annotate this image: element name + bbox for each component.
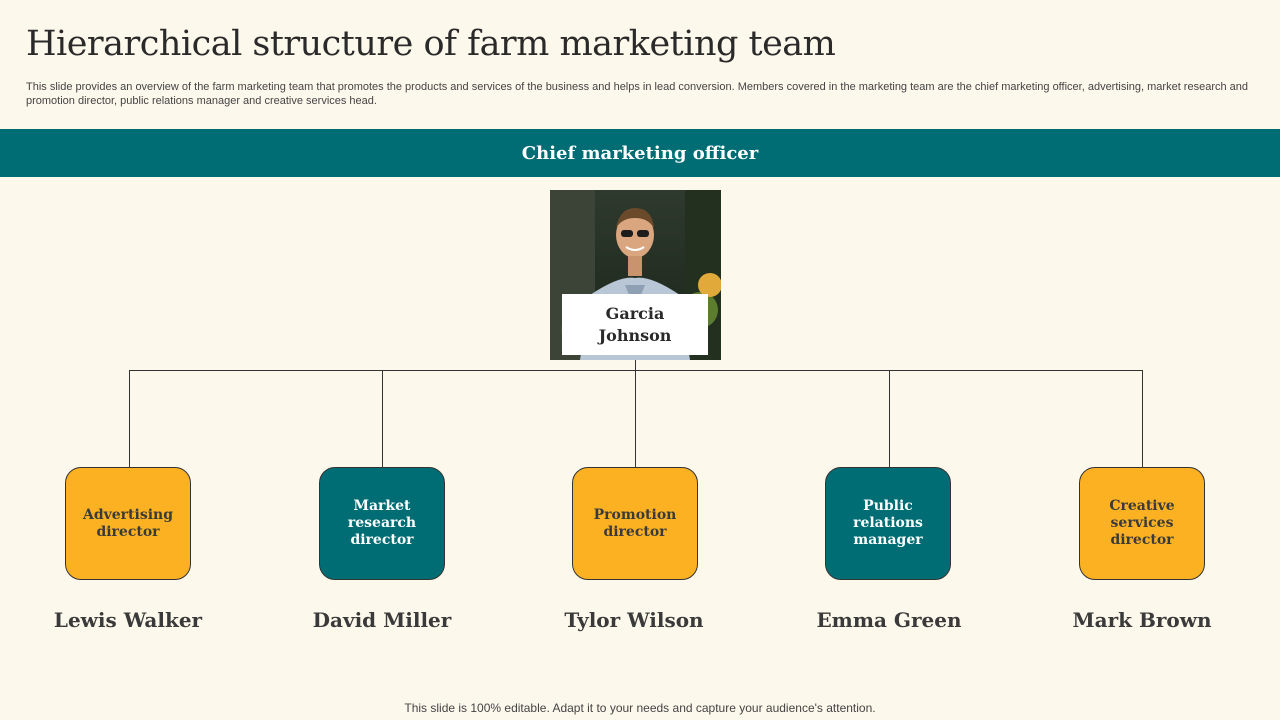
role-label: Public relations manager xyxy=(853,498,923,548)
footer-note: This slide is 100% editable. Adapt it to… xyxy=(404,701,876,715)
advertising-director-box: Advertising director xyxy=(65,467,191,580)
promotion-director-box: Promotion director xyxy=(572,467,698,580)
person-name: Lewis Walker xyxy=(53,608,203,632)
role-label: Promotion director xyxy=(593,506,677,540)
person-name: David Miller xyxy=(312,608,452,632)
chief-name-card: Garcia Johnson xyxy=(562,294,708,355)
role-label: Market research director xyxy=(347,498,417,548)
slide-description: This slide provides an overview of the f… xyxy=(26,81,1249,107)
role-label: Creative services director xyxy=(1109,498,1175,548)
chief-last-name: Johnson xyxy=(598,325,672,345)
public-relations-manager-box: Public relations manager xyxy=(825,467,951,580)
role-label: Advertising director xyxy=(82,506,174,540)
chief-role-banner: Chief marketing officer xyxy=(0,129,1280,177)
chief-first-name: Garcia xyxy=(605,303,665,323)
person-name: Tylor Wilson xyxy=(564,608,704,632)
creative-services-director-box: Creative services director xyxy=(1079,467,1205,580)
slide-title: Hierarchical structure of farm marketing… xyxy=(26,24,836,64)
market-research-director-box: Market research director xyxy=(319,467,445,580)
chief-role-label: Chief marketing officer xyxy=(521,142,759,164)
person-name: Emma Green xyxy=(816,608,962,632)
person-name: Mark Brown xyxy=(1072,608,1212,632)
